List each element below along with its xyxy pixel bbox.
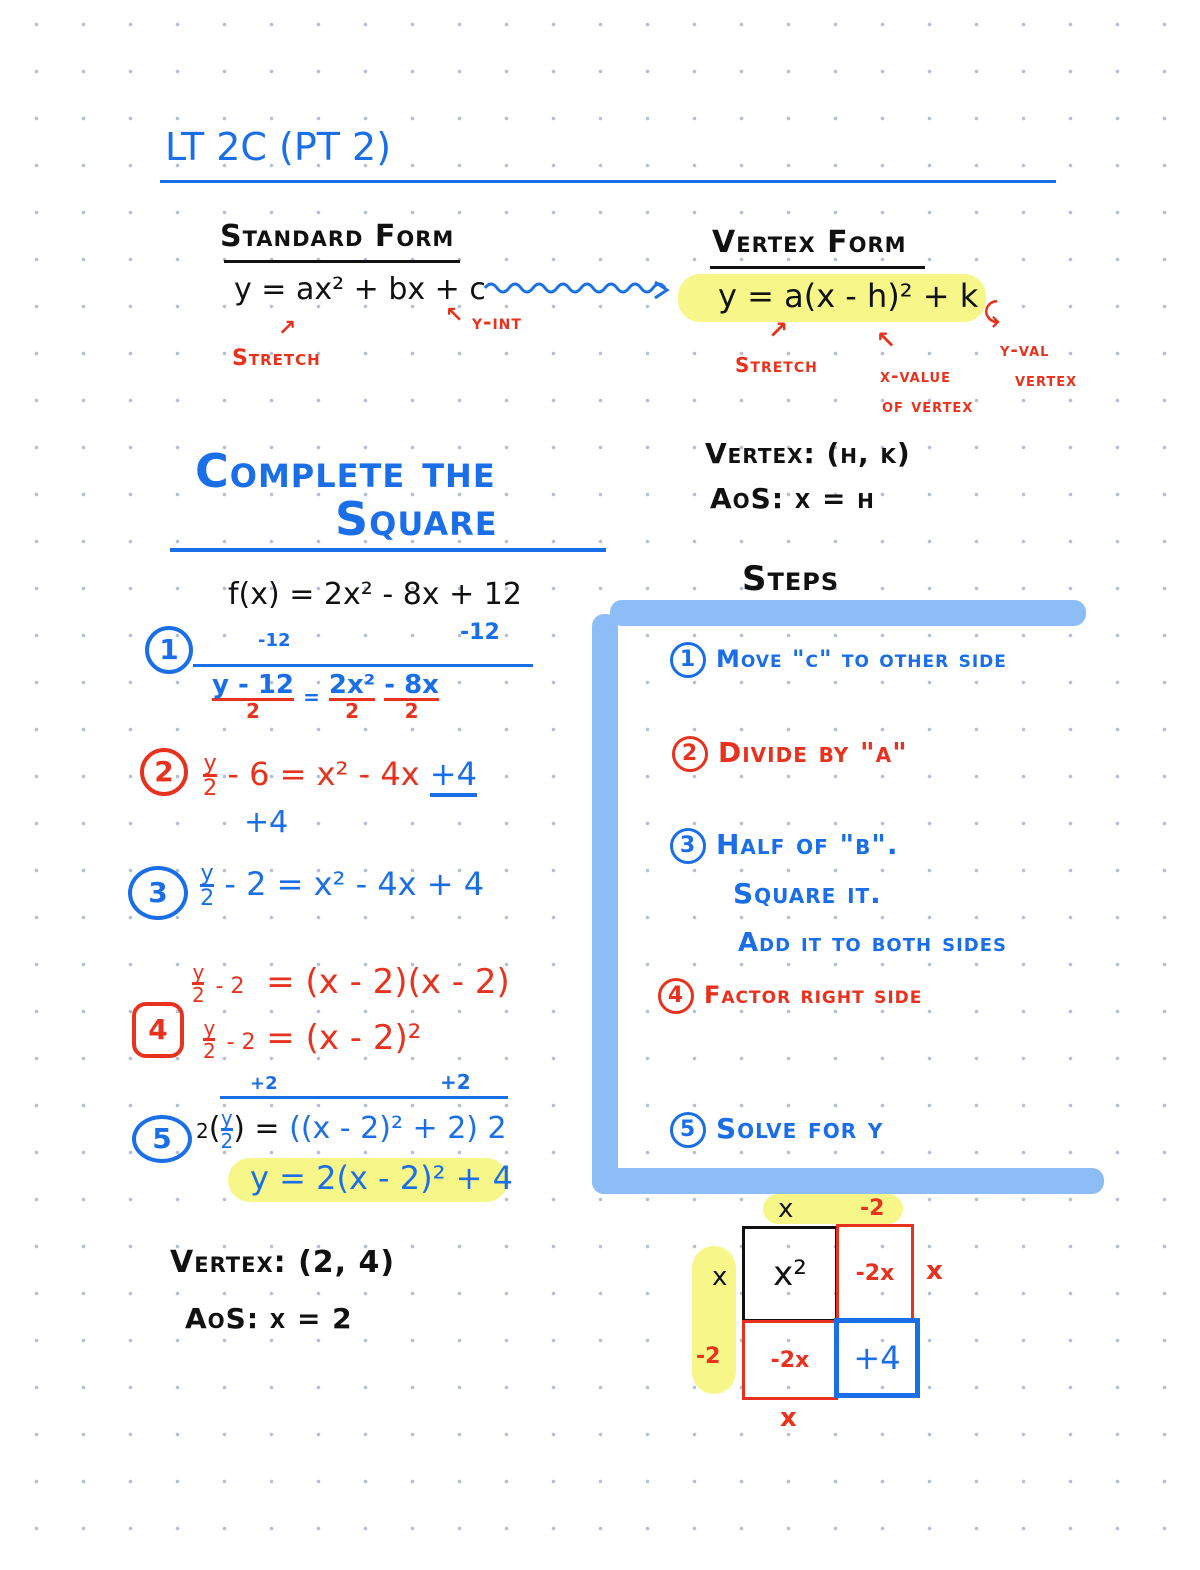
highlight xyxy=(228,1158,508,1202)
cell-bottom-right: +4 xyxy=(834,1318,920,1398)
vertex-formula: Vertex: (h, k) xyxy=(705,437,911,470)
stretch-label: Stretch xyxy=(735,353,818,377)
page-title: LT 2C (PT 2) xyxy=(165,125,392,169)
step-2-marker: 2 xyxy=(140,748,198,796)
vertex-form-equation: y = a(x - h)² + k xyxy=(718,277,979,315)
final-vertex-form: y = 2(x - 2)² + 4 xyxy=(250,1159,513,1197)
plus-2-left: +2 xyxy=(250,1073,278,1094)
cell-top-right: -2x xyxy=(836,1224,914,1322)
step-4-marker: 4 xyxy=(132,1002,194,1058)
cell-bottom-left: -2x xyxy=(742,1320,838,1400)
top-x-label: x xyxy=(778,1194,794,1224)
step-item-3-line-2: Square it. xyxy=(733,877,882,910)
step-1-marker: 1 xyxy=(145,626,203,674)
plus-2-right: +2 xyxy=(440,1070,471,1094)
standard-form-underline xyxy=(224,260,460,263)
step-5-marker: 5 xyxy=(132,1115,202,1163)
bracket-top xyxy=(610,600,1086,626)
wavy-arrow-icon xyxy=(483,280,670,300)
top-neg2-label: -2 xyxy=(860,1196,885,1221)
arrow-icon: ↗ xyxy=(768,316,789,344)
minus-12-right: -12 xyxy=(460,620,500,645)
standard-form-heading: Standard Form xyxy=(220,219,455,254)
arrow-icon: ↗ xyxy=(278,316,297,341)
divider-line xyxy=(193,664,533,667)
divider-line xyxy=(220,1096,508,1099)
step-3-marker: 3 xyxy=(128,866,198,920)
bracket-bottom xyxy=(592,1168,1104,1194)
bottom-x-label: x xyxy=(780,1403,797,1433)
highlight xyxy=(692,1246,736,1394)
given-function: f(x) = 2x² - 8x + 12 xyxy=(228,577,522,612)
aos-answer: AoS: x = 2 xyxy=(185,1302,353,1335)
minus-12-left: -12 xyxy=(258,630,291,651)
left-x-label: x xyxy=(712,1262,728,1292)
arrow-icon: ↖ xyxy=(445,303,464,328)
step-item-3-line-3: Add it to both sides xyxy=(738,928,1007,958)
right-x-label: x xyxy=(926,1256,943,1286)
section-heading-1: Complete the xyxy=(195,444,496,498)
cell-x-squared: x² xyxy=(742,1226,838,1322)
arrow-icon: ↖ xyxy=(876,326,897,354)
section-underline xyxy=(170,548,606,552)
steps-heading: Steps xyxy=(742,559,840,599)
title-underline xyxy=(160,180,1056,183)
section-heading-2: Square xyxy=(335,492,498,546)
highlight xyxy=(678,274,986,322)
y-val-label: y-val xyxy=(1000,340,1050,361)
aos-formula: AoS: x = h xyxy=(710,482,875,515)
bracket-vertical xyxy=(592,614,618,1194)
y-val-label-2: vertex xyxy=(1015,370,1078,391)
left-neg2-label: -2 xyxy=(696,1344,721,1369)
plus-4-below: +4 xyxy=(244,805,289,840)
highlight xyxy=(763,1194,903,1224)
vertex-form-heading: Vertex Form xyxy=(712,225,907,260)
vertex-form-underline xyxy=(710,266,925,269)
vertex-answer: Vertex: (2, 4) xyxy=(170,1245,396,1280)
stretch-label: Stretch xyxy=(232,346,321,371)
arrow-icon: ⤹ xyxy=(984,298,1000,328)
standard-form-equation: y = ax² + bx + c xyxy=(234,272,486,307)
x-value-label: x-value xyxy=(880,366,951,387)
y-int-label: y-int xyxy=(472,310,522,334)
x-value-label-2: of vertex xyxy=(882,396,974,417)
